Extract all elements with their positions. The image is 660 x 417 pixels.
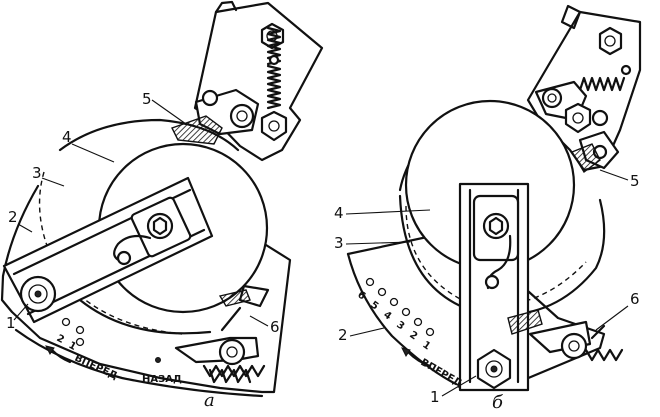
hex-nut-mid-b bbox=[564, 102, 592, 134]
scale-number-b-1: 1 bbox=[420, 339, 432, 352]
label-b-4: 4 bbox=[334, 204, 344, 222]
drum-rim-a bbox=[58, 118, 240, 152]
scale-number-b-4: 4 bbox=[381, 309, 393, 322]
lower-lever-a bbox=[174, 284, 270, 384]
spring-top-a bbox=[266, 26, 282, 66]
label-a-4: 4 bbox=[62, 128, 72, 146]
label-a-6: 6 bbox=[270, 318, 280, 336]
spring-top-b bbox=[578, 76, 626, 92]
label-b-6: 6 bbox=[630, 290, 640, 308]
scale-number-b-5: 5 bbox=[368, 299, 380, 312]
handle-bar-b bbox=[458, 182, 530, 392]
caption-a: а bbox=[204, 390, 215, 411]
label-a-5: 5 bbox=[142, 90, 152, 108]
sector-base-a bbox=[0, 184, 292, 394]
label-a-3: 3 bbox=[32, 164, 42, 182]
panel-a: 2 1 ВПЕРЕД НАЗАД 5 4 3 2 1 6 а bbox=[0, 0, 324, 411]
back-text-a: НАЗАД bbox=[142, 374, 182, 385]
scale-number-a-1: 1 bbox=[67, 340, 78, 353]
label-b-1: 1 bbox=[430, 388, 440, 406]
sector-base-b bbox=[346, 252, 458, 386]
label-b-5: 5 bbox=[630, 172, 640, 190]
scale-holes-b bbox=[365, 277, 435, 337]
scale-holes-a bbox=[61, 317, 85, 347]
caption-b: б bbox=[492, 392, 504, 413]
label-b-3: 3 bbox=[334, 234, 344, 252]
label-a-1: 1 bbox=[6, 314, 16, 332]
label-b-2: 2 bbox=[338, 326, 348, 344]
scale-number-b-2: 2 bbox=[407, 329, 419, 342]
forward-arrow-b bbox=[406, 350, 432, 368]
friction-shoe-b bbox=[570, 143, 601, 174]
forward-text-b: ВПЕРЕД bbox=[419, 357, 464, 390]
scale-number-b-3: 3 bbox=[394, 319, 406, 332]
hex-nut-mid-a bbox=[260, 110, 288, 142]
label-a-2: 2 bbox=[8, 208, 18, 226]
hex-nut-top-b bbox=[598, 26, 623, 56]
bracket-plate-a bbox=[171, 0, 324, 162]
lower-lever-b bbox=[507, 309, 624, 362]
forward-arrow-a bbox=[50, 348, 72, 364]
panel-b: 6 5 4 3 2 1 ВПЕРЕД 4 3 2 1 5 6 б bbox=[334, 4, 642, 413]
scale-number-a-2: 2 bbox=[55, 333, 66, 346]
bracket-plate-b bbox=[526, 4, 642, 174]
handle-bar-a bbox=[2, 176, 214, 324]
